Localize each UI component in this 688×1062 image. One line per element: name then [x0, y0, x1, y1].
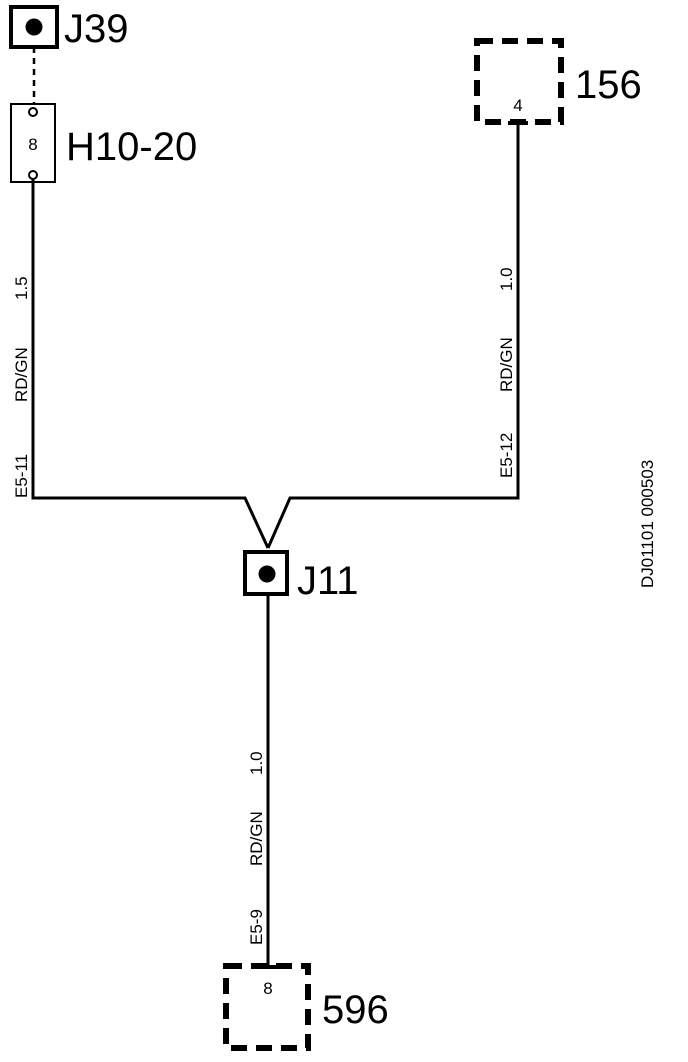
wire-e5-9-color: RD/GN — [247, 811, 266, 866]
wire-e5-9-labels: E5-9 RD/GN 1.0 — [247, 751, 266, 945]
wire-e5-12-size: 1.0 — [497, 267, 516, 291]
h10-20-pin-number: 8 — [28, 135, 37, 154]
j39-label: J39 — [64, 7, 129, 51]
wire-e5-9-size: 1.0 — [247, 751, 266, 775]
h10-20-label: H10-20 — [66, 125, 197, 169]
component-596-pin-number: 8 — [263, 979, 272, 998]
wire-e5-12 — [266, 124, 520, 549]
j11-label: J11 — [297, 559, 359, 603]
document-id: DJ01101 000503 — [638, 460, 657, 588]
wire-e5-11-id: E5-11 — [12, 454, 31, 498]
component-156-label: 156 — [575, 63, 642, 107]
wire-e5-11-color: RD/GN — [12, 347, 31, 402]
wire-e5-12-id: E5-12 — [497, 433, 516, 478]
wire-e5-11 — [31, 179, 270, 549]
component-156-pin-number: 4 — [513, 96, 522, 115]
component-596-box — [223, 963, 311, 1051]
h10-20-connector — [10, 103, 56, 183]
wire-e5-9-id: E5-9 — [247, 909, 266, 945]
j39-splice — [9, 5, 59, 49]
wire-e5-12-color: RD/GN — [497, 337, 516, 392]
wire-e5-12-labels: E5-12 RD/GN 1.0 — [497, 267, 516, 478]
wire-e5-11-size: 1.5 — [12, 276, 31, 300]
wire-e5-11-labels: E5-11 RD/GN 1.5 — [12, 276, 31, 498]
component-596-label: 596 — [322, 988, 389, 1032]
j11-splice — [243, 550, 289, 596]
